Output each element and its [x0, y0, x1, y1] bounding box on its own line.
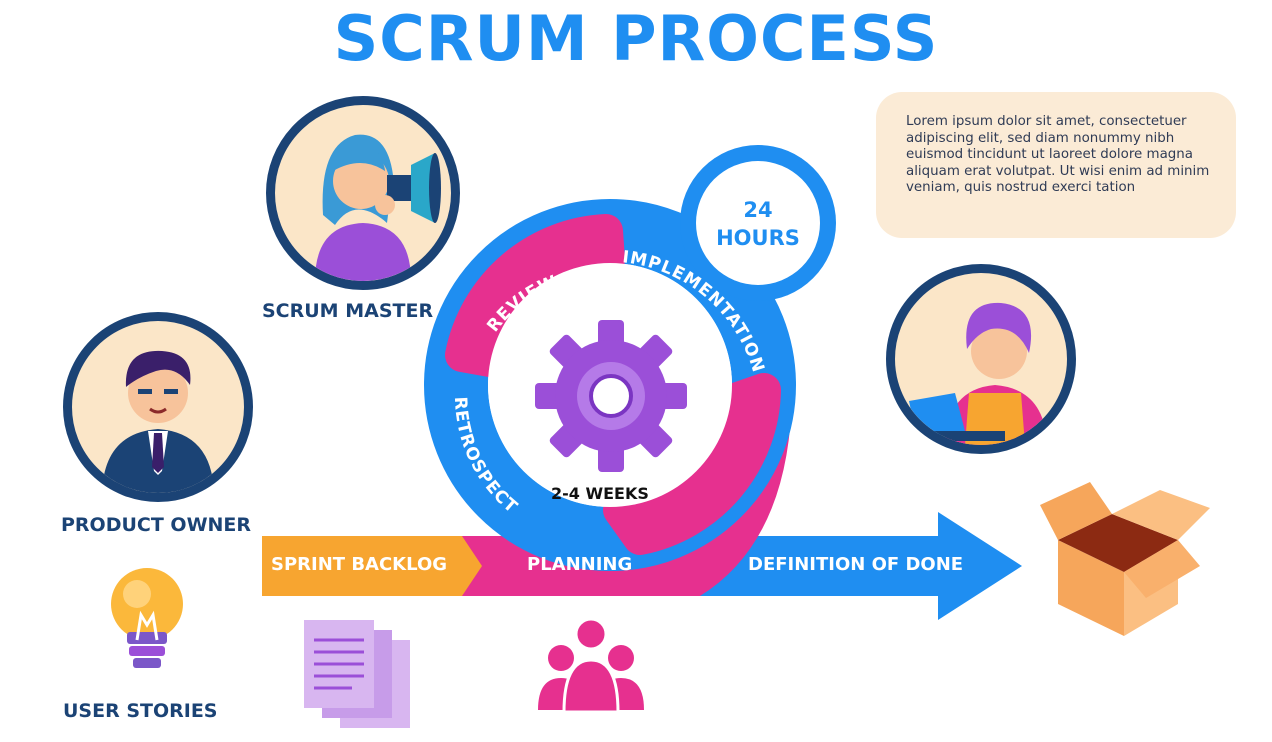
developer-avatar — [886, 264, 1076, 454]
daily-cycle-unit: HOURS — [716, 226, 800, 250]
cycle-planning-segment — [603, 373, 781, 555]
scrum-master-label: SCRUM MASTER — [262, 300, 434, 322]
woman-megaphone-icon — [315, 134, 441, 281]
daily-cycle-label: 24 HOURS — [700, 196, 816, 252]
user-stories-label: USER STORIES — [63, 700, 218, 722]
scrum-master-avatar — [266, 96, 460, 290]
team-icon — [538, 617, 644, 714]
documents-icon — [304, 620, 410, 728]
gear-icon — [535, 320, 687, 472]
businessman-icon — [102, 350, 214, 493]
description-box: Lorem ipsum dolor sit amet, consectetuer… — [876, 92, 1236, 238]
sprint-backlog-segment — [262, 536, 482, 596]
page-title: SCRUM PROCESS — [333, 2, 939, 75]
box-icon — [1040, 482, 1210, 636]
definition-of-done-label: DEFINITION OF DONE — [748, 554, 964, 575]
description-text: Lorem ipsum dolor sit amet, consectetuer… — [906, 114, 1210, 195]
sprint-backlog-label: SPRINT BACKLOG — [271, 554, 448, 575]
duration-label: 2-4 WEEKS — [551, 484, 649, 503]
review-segment — [445, 214, 625, 377]
product-owner-label: PRODUCT OWNER — [61, 514, 252, 536]
lightbulb-icon — [111, 568, 183, 668]
daily-cycle-number: 24 — [743, 198, 773, 222]
planning-label: PLANNING — [527, 554, 633, 575]
developer-laptop-icon — [909, 302, 1047, 445]
product-owner-avatar — [63, 312, 253, 502]
daily-cycle-inner — [696, 161, 820, 285]
